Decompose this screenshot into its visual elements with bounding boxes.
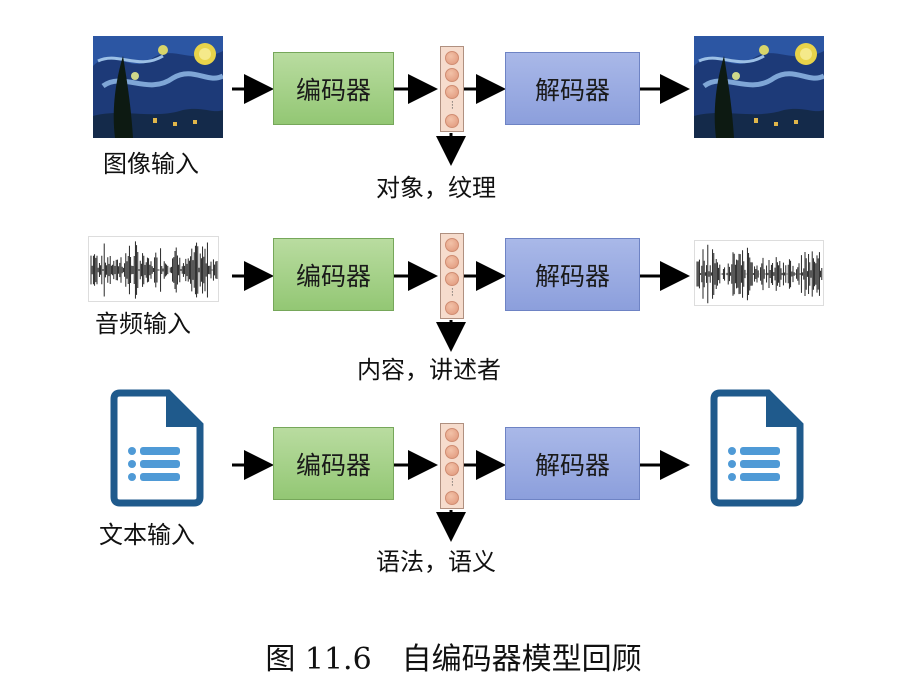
latent-unit bbox=[445, 462, 459, 476]
waveform-icon bbox=[696, 244, 823, 304]
decoder-box-audio: 解码器 bbox=[505, 238, 640, 311]
latent-label-audio: 内容，讲述者 bbox=[357, 356, 501, 384]
decoder-box-image: 解码器 bbox=[505, 52, 640, 125]
latent-label-image: 对象，纹理 bbox=[376, 174, 496, 202]
document-input-icon bbox=[110, 389, 205, 507]
ellipsis-icon: ··· bbox=[451, 475, 454, 491]
latent-unit bbox=[445, 301, 459, 315]
latent-unit bbox=[445, 85, 459, 99]
latent-vector-audio: ··· bbox=[440, 233, 464, 319]
starry-night-input-image bbox=[93, 36, 223, 138]
latent-unit bbox=[445, 272, 459, 286]
latent-label-text: 语法，语义 bbox=[376, 548, 496, 576]
encoder-box-audio: 编码器 bbox=[273, 238, 394, 311]
latent-unit bbox=[445, 445, 459, 459]
input-label-image: 图像输入 bbox=[103, 150, 199, 178]
latent-unit bbox=[445, 491, 459, 505]
latent-unit bbox=[445, 428, 459, 442]
decoder-box-text: 解码器 bbox=[505, 427, 640, 500]
audio-waveform-output bbox=[694, 240, 824, 306]
waveform-icon bbox=[90, 241, 218, 299]
audio-waveform-input bbox=[88, 236, 219, 302]
waveform-trace bbox=[90, 241, 218, 299]
input-label-text: 文本输入 bbox=[99, 521, 195, 549]
document-output-icon bbox=[710, 389, 805, 507]
latent-unit bbox=[445, 68, 459, 82]
waveform-trace bbox=[696, 244, 823, 304]
figure-caption: 图 11.6 自编码器模型回顾 bbox=[265, 642, 642, 677]
input-label-audio: 音频输入 bbox=[95, 310, 191, 338]
encoder-box-image: 编码器 bbox=[273, 52, 394, 125]
latent-unit bbox=[445, 255, 459, 269]
ellipsis-icon: ··· bbox=[451, 98, 454, 114]
latent-unit bbox=[445, 51, 459, 65]
starry-night-output-image bbox=[694, 36, 824, 138]
latent-unit bbox=[445, 114, 459, 128]
latent-vector-image: ··· bbox=[440, 46, 464, 132]
latent-unit bbox=[445, 238, 459, 252]
encoder-box-text: 编码器 bbox=[273, 427, 394, 500]
ellipsis-icon: ··· bbox=[451, 285, 454, 301]
latent-vector-text: ··· bbox=[440, 423, 464, 509]
